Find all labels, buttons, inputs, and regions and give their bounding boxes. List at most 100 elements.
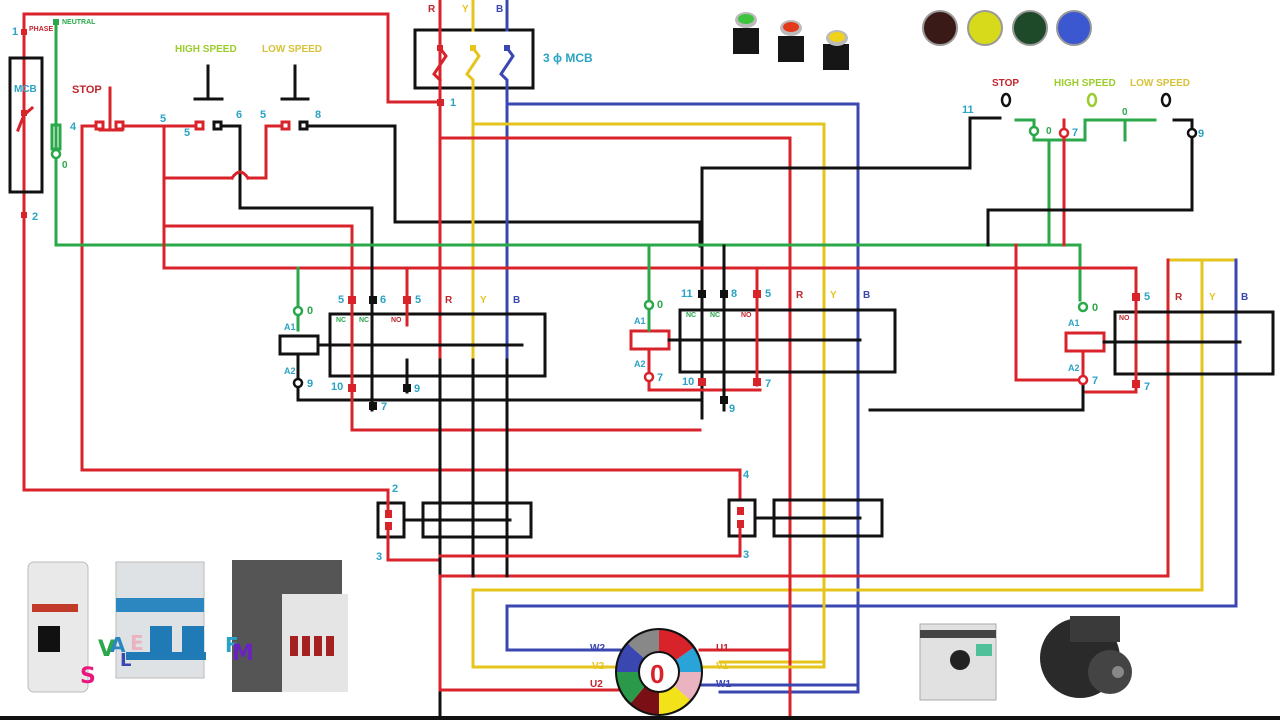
overload-relay-2: 4 3 bbox=[438, 469, 884, 561]
indicator-lamps-photo bbox=[922, 10, 1092, 46]
c2-contact-no: NO bbox=[741, 312, 752, 319]
c2-terminal-10: 10 bbox=[682, 376, 694, 388]
c2-contact-nc-2: NC bbox=[710, 312, 720, 319]
overlay-letter-e: E bbox=[130, 631, 144, 655]
c2-terminal-b: B bbox=[863, 290, 870, 301]
ol1-terminal-3: 3 bbox=[376, 551, 382, 563]
mcb-out-terminal: 2 bbox=[32, 211, 38, 223]
c3-terminal-r: R bbox=[1175, 292, 1183, 303]
motor-terminal-u1: U1 bbox=[716, 643, 729, 654]
c2-terminal-5: 5 bbox=[765, 288, 771, 300]
overlay-letter-v: V bbox=[98, 637, 115, 662]
coil-2-in: 0 bbox=[657, 299, 663, 311]
overlay-letter-a: A bbox=[110, 633, 126, 657]
c2-terminal-y: Y bbox=[830, 290, 837, 301]
coil-1-a1: A1 bbox=[284, 322, 296, 332]
three-phase-mcb-label: 3 ϕ MCB bbox=[543, 51, 593, 65]
overlay-letter-s: S bbox=[80, 664, 96, 689]
coil-3 bbox=[1064, 331, 1106, 353]
stop-terminal-5: 5 bbox=[160, 113, 166, 125]
phase-terminal: 1 bbox=[12, 26, 18, 38]
phase-label: PHASE bbox=[29, 26, 53, 33]
overload-relay-1: 2 3 bbox=[376, 418, 533, 720]
ol2-terminal-3: 3 bbox=[743, 549, 749, 561]
low-speed-button-label: LOW SPEED bbox=[262, 44, 322, 55]
c3-terminal-y: Y bbox=[1209, 292, 1216, 303]
mcb-neutral-terminal: 0 bbox=[62, 160, 68, 171]
coil-1-out: 9 bbox=[307, 378, 313, 390]
c2-terminal-9: 9 bbox=[729, 403, 735, 415]
c1-terminal-b: B bbox=[513, 295, 520, 306]
panel-high-speed-label: HIGH SPEED bbox=[1054, 78, 1116, 89]
coil-3-a1: A1 bbox=[1068, 318, 1080, 328]
phase-y-label: Y bbox=[462, 4, 469, 15]
panel-stop-label: STOP bbox=[992, 78, 1019, 89]
photo-overlay-letters: S V A L E F M bbox=[80, 631, 254, 689]
c1-terminal-5a: 5 bbox=[338, 294, 344, 306]
ol2-terminal-4: 4 bbox=[743, 469, 750, 481]
coil-1-in: 0 bbox=[307, 305, 313, 317]
coil-1-a2: A2 bbox=[284, 366, 296, 376]
motor-terminal-w2: W2 bbox=[590, 643, 605, 654]
high-speed-contactor: A1 A2 0 7 NC NC NO 11 8 5 R Y B 10 7 9 bbox=[629, 243, 897, 415]
high-speed-terminal-5: 5 bbox=[184, 127, 190, 139]
mcb-tap-terminal: 1 bbox=[450, 97, 456, 109]
panel-terminal-9: 9 bbox=[1198, 128, 1204, 140]
coil-2-out: 7 bbox=[657, 372, 663, 384]
single-mcb-box bbox=[8, 56, 44, 194]
push-buttons-photo bbox=[733, 12, 849, 70]
c2-terminal-11: 11 bbox=[681, 288, 693, 300]
c2-terminal-r: R bbox=[796, 290, 804, 301]
bottom-border bbox=[0, 716, 1280, 720]
single-pole-mcb-photo bbox=[27, 561, 89, 693]
motor-photo bbox=[1040, 616, 1132, 698]
coil-3-out: 7 bbox=[1092, 375, 1098, 387]
c3-terminal-7: 7 bbox=[1144, 381, 1150, 393]
motor-center-label: 0 bbox=[650, 659, 664, 689]
coil-3-a2: A2 bbox=[1068, 363, 1080, 373]
coil-2-a1: A1 bbox=[634, 316, 646, 326]
low-speed-terminal-5: 5 bbox=[260, 109, 266, 121]
phase-distribution-lines bbox=[54, 102, 1238, 720]
c3-contact-no: NO bbox=[1119, 315, 1130, 322]
coil-1 bbox=[278, 334, 320, 356]
motor-terminal-u2: U2 bbox=[590, 679, 603, 690]
motor-terminal-v2: V2 bbox=[592, 661, 605, 672]
single-mcb-label: MCB bbox=[14, 84, 37, 95]
coil-2-a2: A2 bbox=[634, 359, 646, 369]
three-pole-mcb-photo bbox=[115, 561, 206, 679]
contactor-photo bbox=[232, 560, 348, 692]
phase-r-label: R bbox=[428, 4, 436, 15]
c3-terminal-5: 5 bbox=[1144, 291, 1150, 303]
panel-buttons-right: STOP HIGH SPEED LOW SPEED 11 0 7 0 9 bbox=[962, 78, 1204, 247]
high-speed-button-label: HIGH SPEED bbox=[175, 44, 237, 55]
c1-terminal-r: R bbox=[445, 295, 453, 306]
ol1-terminal-2: 2 bbox=[392, 483, 398, 495]
c2-terminal-7: 7 bbox=[765, 378, 771, 390]
high-speed-terminal-6: 6 bbox=[236, 109, 242, 121]
c1-terminal-10: 10 bbox=[331, 381, 343, 393]
contact-nc-2: NC bbox=[359, 317, 369, 324]
panel-terminal-7: 7 bbox=[1072, 127, 1078, 139]
star-contactor: A1 A2 0 7 NO 5 R Y B 7 bbox=[868, 243, 1275, 412]
c1-terminal-6: 6 bbox=[380, 294, 386, 306]
contact-no-1: NO bbox=[391, 317, 402, 324]
coil-3-in: 0 bbox=[1092, 302, 1098, 314]
overlay-letter-l: L bbox=[120, 650, 131, 671]
motor-terminal-w1: W1 bbox=[716, 679, 731, 690]
c2-terminal-8: 8 bbox=[731, 288, 737, 300]
overload-relay-photo bbox=[919, 623, 997, 701]
overlay-letter-f: F bbox=[225, 633, 239, 657]
phase-b-label: B bbox=[496, 4, 503, 15]
panel-terminal-0b: 0 bbox=[1122, 107, 1128, 118]
panel-terminal-11: 11 bbox=[962, 104, 974, 116]
motor-terminal-v1: V1 bbox=[716, 661, 729, 672]
c1-terminal-5b: 5 bbox=[415, 294, 421, 306]
panel-low-speed-label: LOW SPEED bbox=[1130, 78, 1190, 89]
c3-terminal-b: B bbox=[1241, 292, 1248, 303]
stop-button-label: STOP bbox=[72, 84, 102, 96]
low-speed-contactor: A1 A2 0 9 NC NC NO 5 6 5 R Y B 10 7 9 bbox=[278, 248, 702, 432]
panel-terminal-0a: 0 bbox=[1046, 126, 1052, 137]
coil-2 bbox=[629, 329, 671, 351]
